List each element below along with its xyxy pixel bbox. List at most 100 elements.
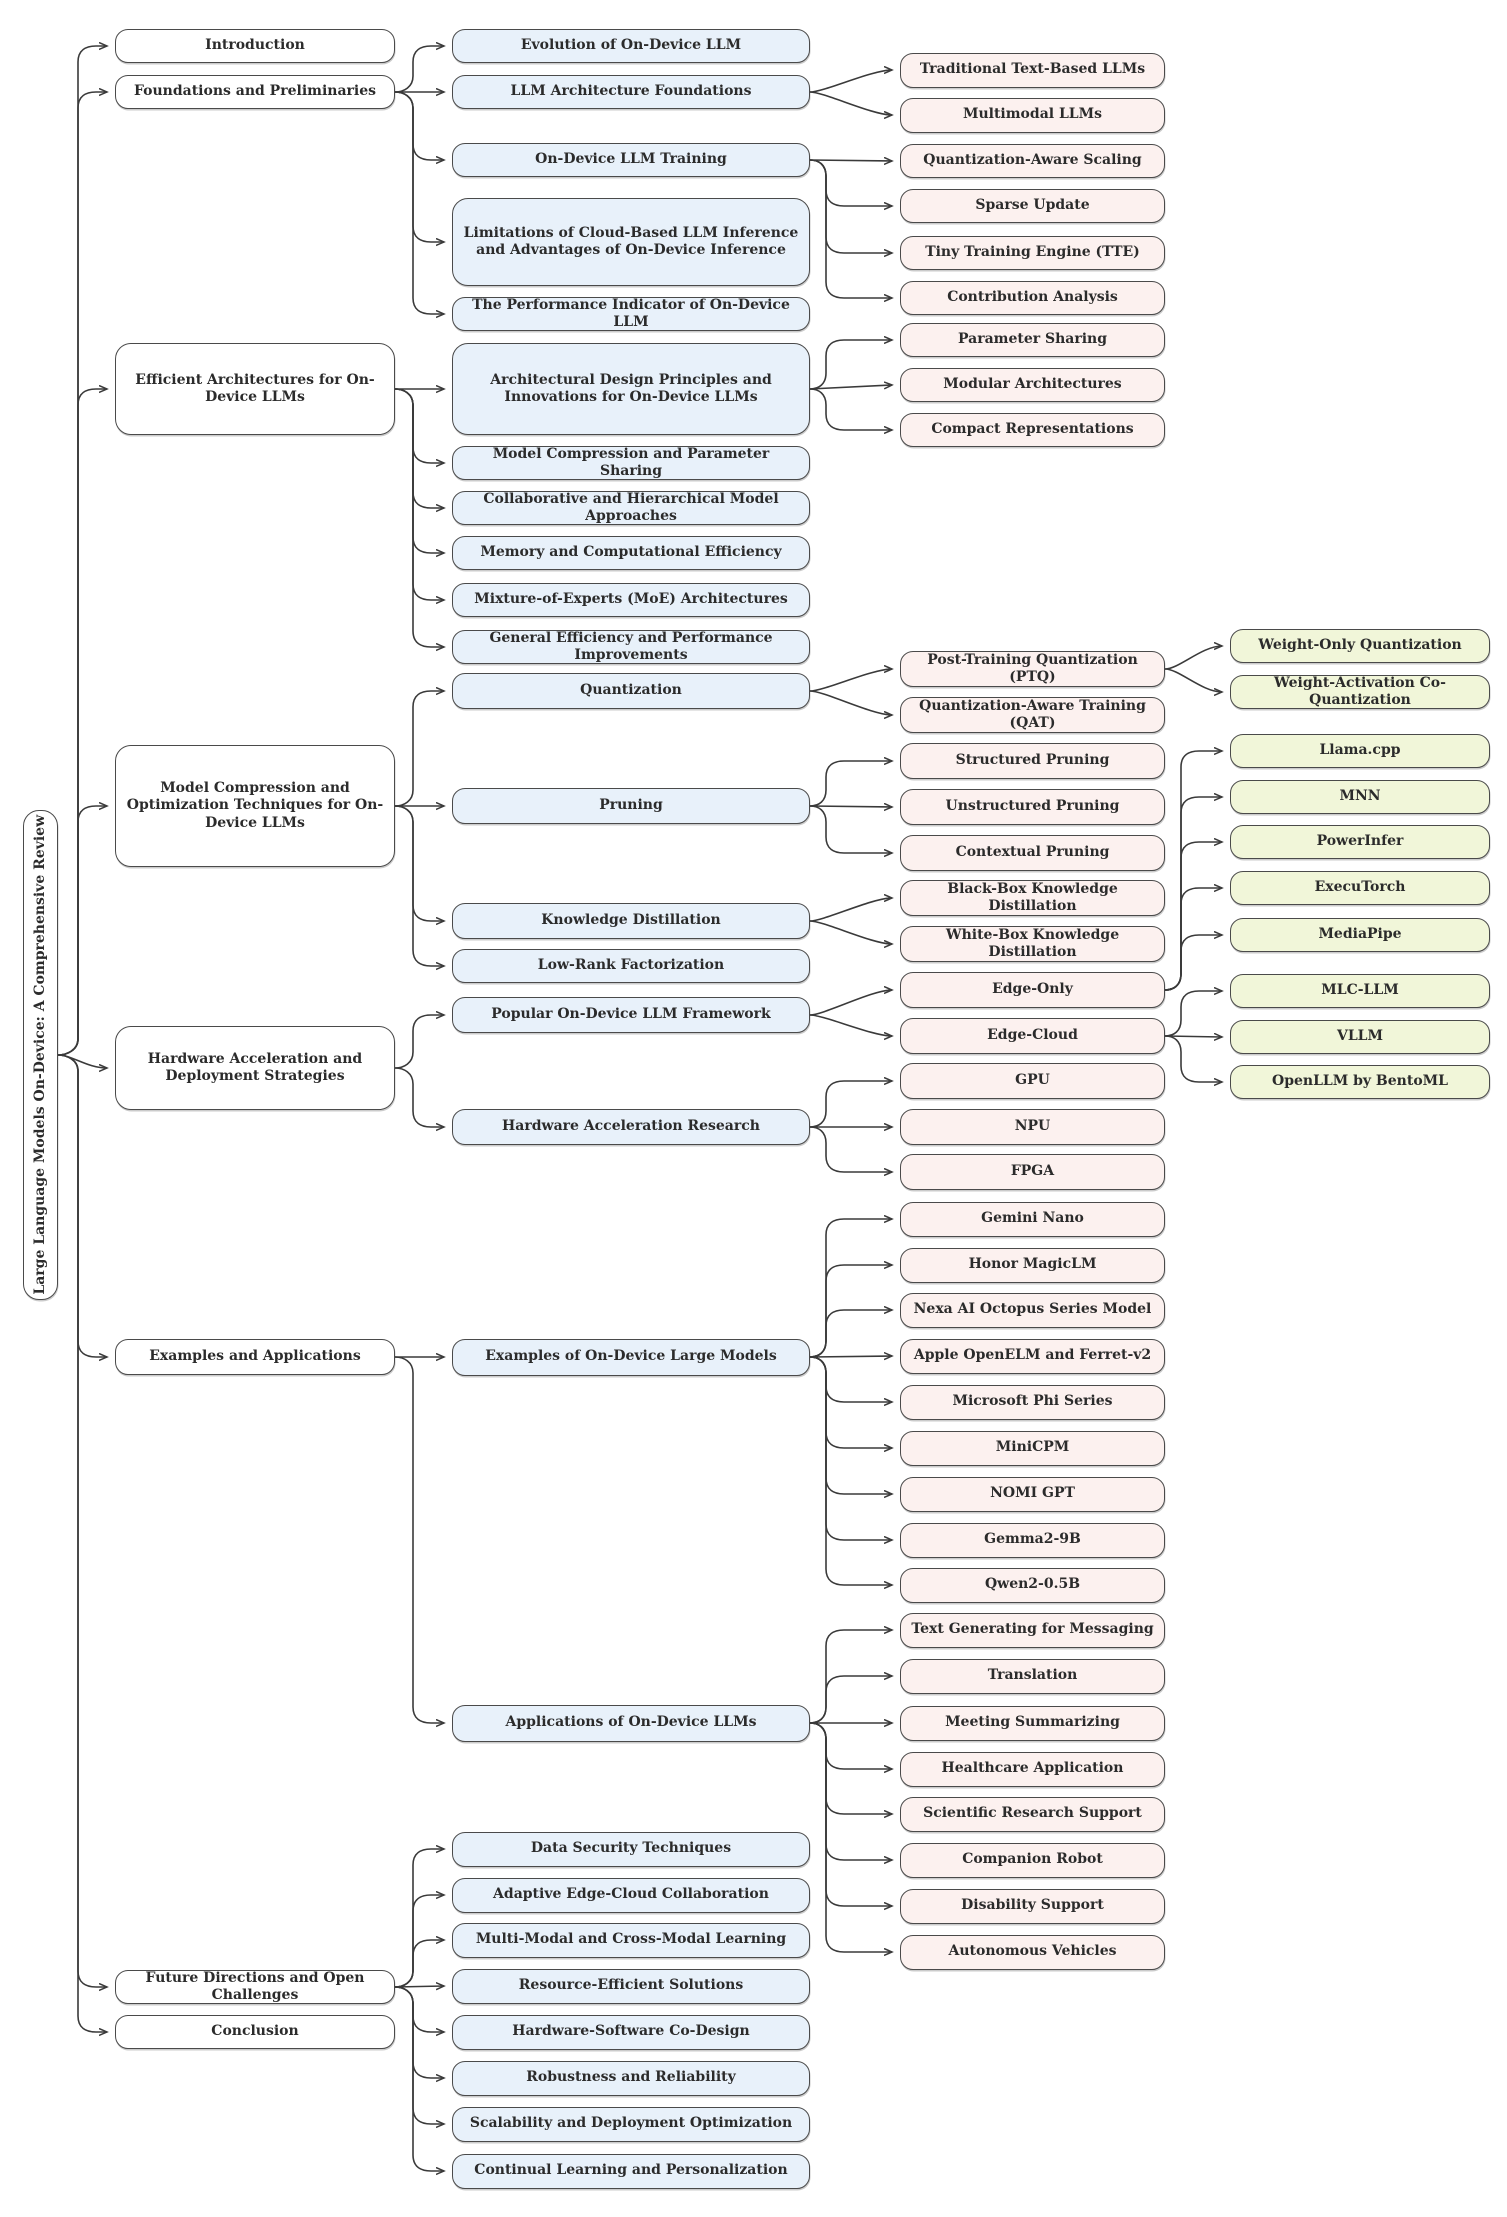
connector — [394, 91, 444, 160]
node-label: Modular Architectures — [943, 376, 1122, 393]
connector — [394, 1986, 444, 2078]
node-weight-only-quantization: Weight-Only Quantization — [1230, 629, 1490, 663]
node-label: Multi-Modal and Cross-Modal Learning — [475, 1931, 787, 1948]
node-label: On-Device LLM Training — [535, 151, 727, 168]
node-label: Companion Robot — [962, 1851, 1103, 1868]
node-label: Continual Learning and Personalization — [474, 2162, 788, 2179]
connector — [394, 1986, 444, 2171]
node-label: Qwen2-0.5B — [984, 1576, 1081, 1593]
node-modular-architectures: Modular Architectures — [900, 368, 1165, 402]
node-label: Autonomous Vehicles — [948, 1943, 1117, 1960]
connector — [809, 1081, 892, 1128]
connector — [57, 1054, 107, 1357]
node-label: Structured Pruning — [955, 752, 1110, 769]
node-label: Traditional Text-Based LLMs — [919, 61, 1146, 78]
connector — [1164, 751, 1222, 991]
node-label: Architectural Design Principles and Inno… — [490, 371, 772, 406]
connector — [809, 1219, 892, 1358]
connector — [394, 388, 444, 463]
connector — [1164, 935, 1222, 991]
node-label: Pruning — [599, 797, 663, 814]
connector — [57, 806, 107, 1056]
node-structured-pruning: Structured Pruning — [900, 743, 1165, 779]
node-traditional-text-based-llms: Traditional Text-Based LLMs — [900, 52, 1165, 88]
node-label: MNN — [1339, 788, 1381, 805]
connector — [394, 1015, 444, 1069]
node-adaptive-edge-cloud-collaboration: Adaptive Edge-Cloud Collaboration — [452, 1877, 810, 1913]
connector — [394, 805, 444, 966]
connector — [809, 1356, 892, 1448]
connector — [394, 691, 444, 807]
node-label: Weight-Activation Co-Quantization — [1274, 674, 1446, 709]
connector — [809, 898, 892, 922]
connector — [57, 1054, 107, 1987]
node-scalability-and-deployment-optimization: Scalability and Deployment Optimization — [452, 2106, 810, 2142]
node-apple-openelm-and-ferret-v2: Apple OpenELM and Ferret-v2 — [900, 1338, 1165, 1374]
node-label: Nexa AI Octopus Series Model — [913, 1301, 1152, 1318]
connector — [809, 805, 892, 853]
connector — [809, 1356, 892, 1402]
node-microsoft-phi-series: Microsoft Phi Series — [900, 1384, 1165, 1420]
node-nexa-ai-octopus-series-model: Nexa AI Octopus Series Model — [900, 1292, 1165, 1328]
connector — [809, 1356, 892, 1357]
node-gemini-nano: Gemini Nano — [900, 1201, 1165, 1237]
node-powerinfer: PowerInfer — [1230, 825, 1490, 859]
node-unstructured-pruning: Unstructured Pruning — [900, 789, 1165, 825]
connector — [809, 690, 892, 715]
connector — [809, 91, 892, 115]
connector — [394, 46, 444, 93]
node-model-compression-and-optimization-techniques-fo: Model Compression and Optimization Techn… — [115, 745, 395, 867]
node-the-performance-indicator-of-on-device-llm: The Performance Indicator of On-Device L… — [452, 297, 810, 331]
node-gemma2-9b: Gemma2-9B — [900, 1522, 1165, 1558]
node-label: Meeting Summarizing — [945, 1714, 1120, 1731]
node-meeting-summarizing: Meeting Summarizing — [900, 1705, 1165, 1741]
connector — [809, 1356, 892, 1540]
connector — [809, 160, 892, 161]
node-vllm: VLLM — [1230, 1020, 1490, 1054]
node-popular-on-device-llm-framework: Popular On-Device LLM Framework — [452, 997, 810, 1033]
node-autonomous-vehicles: Autonomous Vehicles — [900, 1934, 1165, 1970]
connector — [809, 1722, 892, 1769]
connector — [809, 1356, 892, 1585]
connector — [1164, 991, 1222, 1037]
node-mixture-of-experts-moe-architectures: Mixture-of-Experts (MoE) Architectures — [452, 583, 810, 617]
node-label: Edge-Only — [992, 981, 1073, 998]
connector — [809, 920, 892, 944]
connector — [57, 92, 107, 1056]
connector — [809, 70, 892, 93]
node-label: Model Compression and Parameter Sharing — [492, 445, 770, 480]
node-memory-and-computational-efficiency: Memory and Computational Efficiency — [452, 536, 810, 570]
node-mediapipe: MediaPipe — [1230, 918, 1490, 952]
node-label: Gemini Nano — [981, 1210, 1084, 1227]
node-label: MiniCPM — [995, 1439, 1070, 1456]
node-examples-and-applications: Examples and Applications — [115, 1339, 395, 1375]
node-compact-representations: Compact Representations — [900, 413, 1165, 447]
node-pruning: Pruning — [452, 788, 810, 824]
connector — [1164, 1036, 1222, 1037]
node-label: Large Language Models On-Device: A Compr… — [31, 815, 48, 1295]
node-label: Sparse Update — [975, 197, 1090, 214]
node-label: Conclusion — [211, 2023, 299, 2040]
node-label: Foundations and Preliminaries — [133, 83, 376, 100]
connector — [394, 1940, 444, 1988]
node-multi-modal-and-cross-modal-learning: Multi-Modal and Cross-Modal Learning — [452, 1922, 810, 1958]
connector — [809, 806, 892, 807]
node-label: Gemma2-9B — [984, 1531, 1081, 1548]
node-label: Hardware Acceleration Research — [502, 1118, 760, 1135]
connector — [809, 385, 892, 390]
node-model-compression-and-parameter-sharing: Model Compression and Parameter Sharing — [452, 446, 810, 480]
node-translation: Translation — [900, 1658, 1165, 1694]
node-executorch: ExecuTorch — [1230, 871, 1490, 905]
node-introduction: Introduction — [115, 29, 395, 63]
node-mnn: MNN — [1230, 780, 1490, 814]
node-contribution-analysis: Contribution Analysis — [900, 281, 1165, 315]
node-disability-support: Disability Support — [900, 1888, 1165, 1924]
connector — [809, 159, 892, 206]
node-conclusion: Conclusion — [115, 2015, 395, 2049]
connector — [394, 1067, 444, 1127]
node-healthcare-application: Healthcare Application — [900, 1751, 1165, 1787]
node-label: Robustness and Reliability — [526, 2069, 736, 2086]
node-label: Black-Box Knowledge Distillation — [947, 880, 1118, 915]
connector — [394, 1849, 444, 1988]
